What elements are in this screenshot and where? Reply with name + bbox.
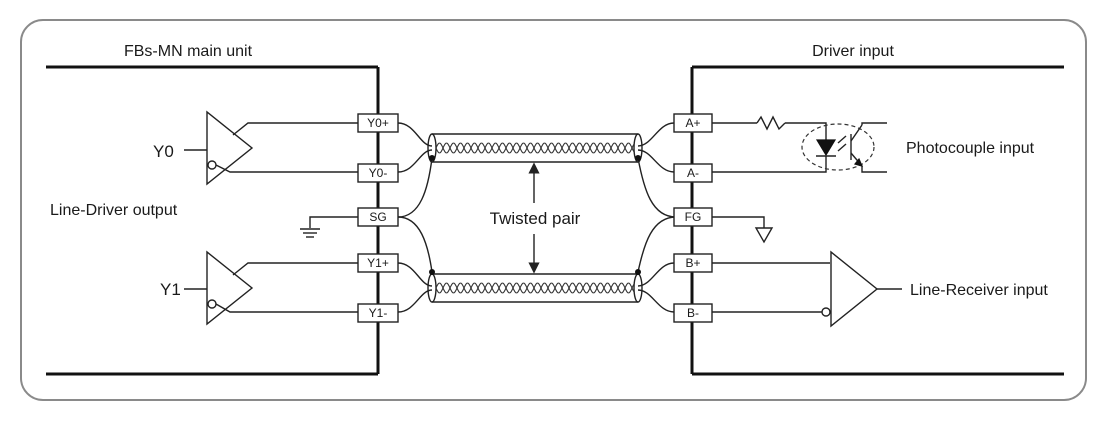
left-terminal-y1-plus: Y1+ [357, 253, 399, 273]
right-unit-title: Driver input [812, 43, 894, 60]
svg-text:FG: FG [685, 210, 702, 224]
right-terminal-b-minus: B- [673, 303, 713, 323]
ground-fg-icon [712, 216, 774, 244]
svg-text:Y1-: Y1- [369, 306, 388, 320]
line-driver-output-label: Line-Driver output [50, 202, 178, 219]
right-terminal-b-plus: B+ [673, 253, 713, 273]
line-receiver-icon [712, 250, 902, 328]
left-terminal-y0-plus: Y0+ [357, 113, 399, 133]
svg-text:SG: SG [369, 210, 386, 224]
twisted-pair-cable [397, 122, 677, 313]
left-unit-outline [46, 65, 380, 376]
twisted-pair-label: Twisted pair [490, 209, 581, 228]
left-unit-title: FBs-MN main unit [124, 43, 253, 60]
left-terminal-y1-minus: Y1- [357, 303, 399, 323]
photocoupler-icon [712, 115, 887, 173]
right-terminal-a-minus: A- [673, 163, 713, 183]
svg-text:A+: A+ [685, 116, 700, 130]
right-unit-outline [690, 65, 1064, 376]
left-terminal-y0-minus: Y0- [357, 163, 399, 183]
right-terminal-a-plus: A+ [673, 113, 713, 133]
svg-text:B-: B- [687, 306, 699, 320]
channel-y1-label: Y1 [160, 280, 181, 299]
diagram-frame [20, 19, 1087, 401]
line-driver-y1-icon [184, 250, 359, 326]
svg-text:A-: A- [687, 166, 699, 180]
right-terminal-fg: FG [673, 207, 713, 227]
line-receiver-input-label: Line-Receiver input [910, 282, 1048, 299]
svg-text:Y1+: Y1+ [367, 256, 389, 270]
line-driver-y0-icon [184, 110, 359, 186]
left-terminal-sg: SG [357, 207, 399, 227]
svg-text:Y0-: Y0- [369, 166, 388, 180]
svg-text:B+: B+ [685, 256, 700, 270]
photocouple-input-label: Photocouple input [906, 140, 1035, 157]
svg-text:Y0+: Y0+ [367, 116, 389, 130]
ground-sg-icon [300, 216, 359, 238]
channel-y0-label: Y0 [153, 142, 174, 161]
